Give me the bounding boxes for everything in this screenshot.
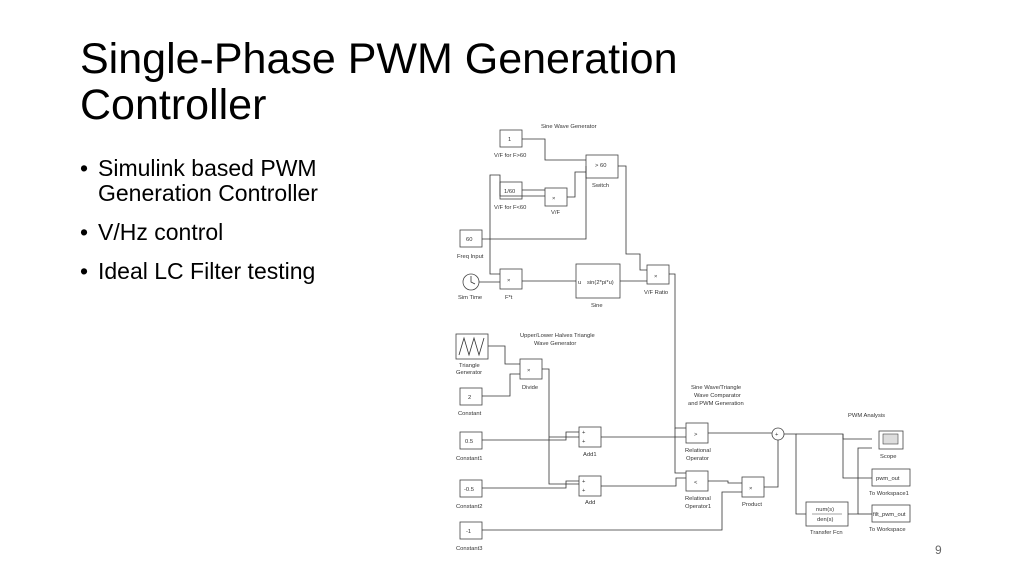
- block-to-workspace1-value: pwm_out: [876, 476, 900, 482]
- block-sum-symbol: +: [775, 432, 779, 438]
- block-constant2[interactable]: [459, 479, 483, 498]
- block-f-t-label: F*t: [505, 295, 513, 301]
- block-scope-label: Scope: [880, 454, 896, 460]
- block-divide-label: Divide: [522, 385, 538, 391]
- group-label-comparator-line3: and PWM Generation: [688, 401, 744, 407]
- block-vf-high[interactable]: [499, 129, 523, 148]
- bullet-text: Ideal LC Filter testing: [98, 258, 316, 284]
- wires-comparator-section: [674, 428, 872, 515]
- block-constant1-label: Constant1: [456, 456, 482, 462]
- block-relational-operator1-symbol: <: [694, 480, 698, 486]
- scope-screen-icon: [882, 433, 899, 445]
- block-to-workspace-label: To Workspace: [869, 527, 906, 533]
- bullet-dot-icon: •: [80, 219, 89, 245]
- block-transfer-fcn-num: num(s): [816, 507, 834, 513]
- page-number: 9: [935, 543, 942, 557]
- block-constant2-label: Constant2: [456, 504, 482, 510]
- block-product-label: Product: [742, 502, 762, 508]
- block-divide-symbol: ×: [527, 368, 530, 374]
- group-label-pwm-analysis: PWM Analysis: [848, 413, 885, 419]
- bullet-item: • Ideal LC Filter testing: [80, 259, 410, 284]
- svg-text:+: +: [582, 430, 586, 436]
- wires-triangle-section: [482, 345, 742, 531]
- block-product[interactable]: [741, 476, 765, 498]
- block-add1-label: Add1: [583, 452, 597, 458]
- group-label-sine-wave-generator: Sine Wave Generator: [541, 124, 597, 130]
- block-divide[interactable]: [519, 358, 543, 380]
- group-label-comparator-line1: Sine Wave/Triangle: [691, 385, 741, 391]
- group-label-triangle-line2: Wave Generator: [534, 341, 576, 347]
- block-vf-high-label: V/F for F>60: [494, 153, 526, 159]
- bullet-dot-icon: •: [80, 258, 89, 284]
- block-add-label: Add: [585, 500, 595, 506]
- block-sine[interactable]: [575, 263, 621, 299]
- block-vf-ratio-symbol: ×: [654, 274, 657, 280]
- block-transfer-fcn-den: den(s): [817, 517, 834, 523]
- block-vf-symbol: ×: [552, 196, 555, 202]
- block-vf-ratio-label: V/F Ratio: [644, 290, 668, 296]
- block-to-workspace1-label: To Workspace1: [869, 491, 909, 497]
- block-vf-low-label: V/F for F<60: [494, 205, 526, 211]
- block-to-workspace[interactable]: [871, 504, 911, 523]
- group-label-triangle-line1: Upper/Lower Halves Triangle: [520, 333, 595, 339]
- block-relational-operator-symbol: >: [694, 432, 698, 438]
- block-freq-input[interactable]: [459, 229, 483, 248]
- block-triangle-label-line2: Generator: [456, 370, 482, 376]
- block-relational-operator-label1: Relational: [685, 448, 711, 454]
- svg-text:+: +: [582, 479, 586, 485]
- clock-hands-icon: [470, 276, 476, 285]
- wires-sine-section: [479, 138, 686, 429]
- bullet-item: • Simulink based PWM Generation Controlle…: [80, 156, 410, 206]
- block-vf-label: V/F: [551, 210, 560, 216]
- block-vf-ratio[interactable]: [646, 264, 670, 285]
- block-relational-operator1-label1: Relational: [685, 496, 711, 502]
- block-constant[interactable]: [459, 387, 483, 406]
- block-f-times-t[interactable]: [499, 268, 523, 290]
- block-constant3-label: Constant3: [456, 546, 482, 552]
- block-constant-value: 2: [468, 395, 471, 401]
- block-to-workspace1[interactable]: [871, 468, 911, 487]
- block-to-workspace-value: filt_pwm_out: [873, 512, 906, 518]
- group-label-comparator-line2: Wave Comparator: [694, 393, 741, 399]
- block-constant-label: Constant: [458, 411, 482, 417]
- triangle-wave-icon: [458, 336, 485, 357]
- block-f-t-symbol: ×: [507, 278, 510, 284]
- bullet-item: • V/Hz control: [80, 220, 410, 245]
- block-vf-high-value: 1: [508, 137, 511, 143]
- block-constant1[interactable]: [459, 431, 483, 450]
- block-vf-multiply[interactable]: [544, 187, 568, 207]
- block-relational-operator1-label2: Operator1: [685, 504, 711, 510]
- block-constant3-value: -1: [466, 529, 471, 535]
- slide-title-line1: Single-Phase PWM Generation: [80, 35, 678, 83]
- block-triangle-label-line1: Triangle: [459, 363, 480, 369]
- block-switch-symbol: > 60: [595, 163, 606, 169]
- block-transfer-fcn-label: Transfer Fcn: [810, 530, 843, 536]
- block-freq-input-label: Freq Input: [457, 254, 484, 260]
- slide-title-line2: Controller: [80, 81, 267, 129]
- block-sim-time-label: Sim Time: [458, 295, 482, 301]
- block-sine-port: u: [578, 280, 581, 286]
- slide-title: Single-Phase PWM Generation Controller: [80, 36, 780, 128]
- block-constant1-value: 0.5: [465, 439, 473, 445]
- bullet-dot-icon: •: [80, 155, 89, 181]
- svg-text:+: +: [582, 439, 586, 445]
- bullet-text: V/Hz control: [98, 219, 224, 245]
- block-freq-input-value: 60: [466, 237, 472, 243]
- block-triangle-generator[interactable]: [455, 333, 489, 360]
- block-sine-label: Sine: [591, 303, 603, 309]
- block-vf-low-value: 1/60: [504, 189, 515, 195]
- block-constant2-value: -0.5: [464, 487, 474, 493]
- block-sine-expr: sin(2*pi*u): [587, 280, 614, 286]
- block-switch-label: Switch: [592, 183, 609, 189]
- svg-text:+: +: [582, 488, 586, 494]
- block-relational-operator-label2: Operator: [686, 456, 709, 462]
- block-product-symbol: ×: [749, 486, 752, 492]
- bullet-text: Simulink based PWM Generation Controller: [98, 155, 318, 206]
- block-constant3[interactable]: [459, 521, 483, 540]
- bullet-list: • Simulink based PWM Generation Controlle…: [80, 156, 410, 298]
